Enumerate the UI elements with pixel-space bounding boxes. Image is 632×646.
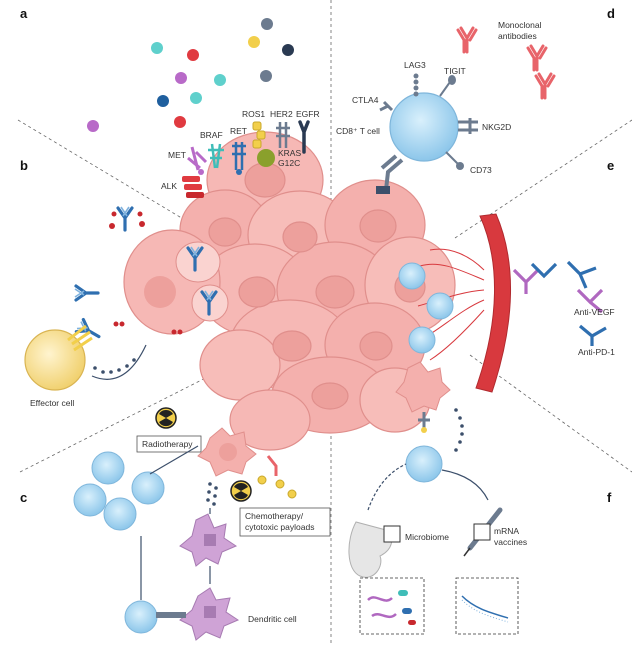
- antibody-drug-conjugate-top: [109, 205, 145, 232]
- mrna-label-1: mRNA: [494, 526, 519, 536]
- mrna-inset: [455, 577, 519, 635]
- intestine-icon: [348, 521, 401, 578]
- chemo-label-1: Chemotherapy/: [245, 511, 304, 521]
- small-molecules: [87, 18, 294, 132]
- receptor-braf: [208, 143, 224, 169]
- payload-dots: [113, 321, 183, 335]
- vessel-t-cells: [398, 262, 454, 354]
- panel-c-arrows: [140, 445, 211, 600]
- receptor-cd73: [445, 151, 464, 170]
- microbiome-label: Microbiome: [405, 532, 449, 542]
- radiation-icon-2: [230, 480, 252, 502]
- alk-label: ALK: [161, 181, 177, 191]
- dendritic-cell-upper: [179, 513, 238, 567]
- antibody-left: [73, 284, 100, 302]
- panel-f-arrows: [367, 463, 489, 511]
- receptor-ctla4: [379, 100, 394, 112]
- dying-tumor-cell: [197, 427, 257, 477]
- tigit-label: TIGIT: [444, 66, 466, 76]
- tumor-cell-f: [395, 361, 451, 433]
- receptor-tigit: [439, 75, 456, 97]
- panel-letter-b: b: [20, 158, 28, 173]
- receptor-ros1: [252, 121, 266, 149]
- receptor-alk: [182, 176, 204, 198]
- cd8-label: CD8⁺ T cell: [336, 126, 380, 136]
- braf-label: BRAF: [200, 130, 223, 140]
- panel-letter-d: d: [607, 6, 615, 21]
- cytokine-dots-f: [454, 408, 464, 452]
- radiotherapy-label: Radiotherapy: [142, 439, 193, 449]
- chemo-dots: [206, 482, 218, 506]
- cd8-t-cell: [389, 92, 459, 162]
- effector-cell: [24, 324, 93, 391]
- panel-letter-c: c: [20, 490, 27, 505]
- mrna-label-2: vaccines: [494, 537, 527, 547]
- receptor-lag3: [413, 73, 419, 97]
- arrow-effector: [91, 344, 147, 380]
- egfr-label: EGFR: [296, 109, 320, 119]
- ret-label: RET: [230, 126, 247, 136]
- microbiome-inset: [359, 577, 425, 635]
- chemo-box: [239, 507, 331, 537]
- syringe-icon: [463, 507, 503, 557]
- kras-label: KRAS: [278, 148, 301, 158]
- radiation-icon-1: [155, 407, 177, 429]
- bispecific-antibodies-e: [512, 260, 597, 294]
- panel-letter-e: e: [607, 158, 614, 173]
- panel-letter-a: a: [20, 6, 28, 21]
- bispecific-engager: [376, 154, 404, 194]
- receptor-met: [187, 146, 208, 175]
- effector-cell-label: Effector cell: [30, 398, 74, 408]
- cd73-label: CD73: [470, 165, 492, 175]
- panel-letter-f: f: [607, 490, 612, 505]
- dendritic-cell-lower: [179, 587, 240, 641]
- ros1-label: ROS1: [242, 109, 265, 119]
- met-label: MET: [168, 150, 186, 160]
- cytotoxic-payloads: [257, 455, 297, 499]
- receptor-nkg2d: [458, 118, 478, 134]
- monoclonal-label-1: Monoclonal: [498, 20, 542, 30]
- lag3-label: LAG3: [404, 60, 426, 70]
- receptor-ret: [232, 142, 246, 175]
- monoclonal-label-2: antibodies: [498, 31, 537, 41]
- chemo-label-2: cytotoxic payloads: [245, 522, 314, 532]
- anti-vegf-antibody: [576, 288, 604, 314]
- anti-vegf-label: Anti-VEGF: [574, 307, 615, 317]
- radiotherapy-box: [136, 435, 202, 453]
- receptor-her2: [276, 122, 290, 148]
- receptor-egfr: [298, 120, 310, 154]
- t-cell-dendritic: [124, 600, 186, 634]
- nkg2d-label: NKG2D: [482, 122, 511, 132]
- tumor-mass: [179, 131, 456, 451]
- anti-pd1-antibody: [578, 324, 607, 346]
- t-cell-f: [405, 445, 443, 483]
- her2-label: HER2: [270, 109, 293, 119]
- kras-g12c: [257, 149, 275, 167]
- kras-g12c-label: G12C: [278, 158, 300, 168]
- ctla4-label: CTLA4: [352, 95, 379, 105]
- blood-vessel: [417, 213, 511, 393]
- dendritic-cell-label: Dendritic cell: [248, 614, 297, 624]
- anti-pd1-label: Anti-PD-1: [578, 347, 615, 357]
- t-cell-cluster: [73, 451, 165, 531]
- cytokine-dots-b: [93, 358, 136, 374]
